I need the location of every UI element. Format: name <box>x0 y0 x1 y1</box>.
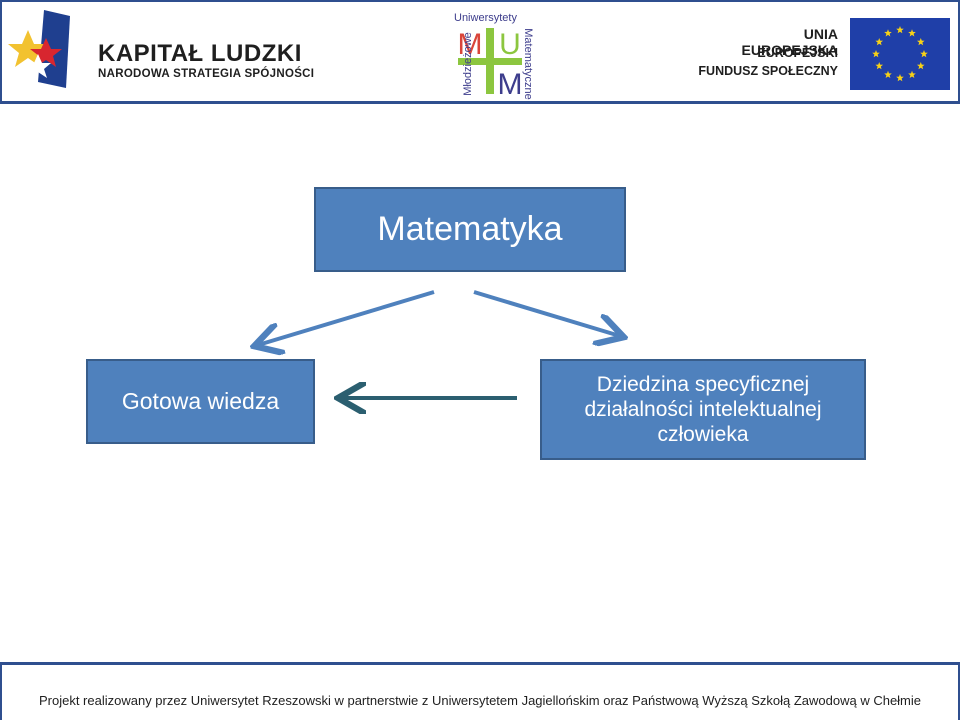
eu-star-icon <box>884 70 892 79</box>
mum-letter-m2: M <box>498 68 523 101</box>
eu-star-icon <box>875 62 884 70</box>
mum-letter-u: U <box>499 28 521 61</box>
eu-star-icon <box>875 38 884 46</box>
eu-star-icon <box>872 50 880 58</box>
mum-letter-m1: M <box>458 28 483 61</box>
header-banner: KAPITAŁ LUDZKI NARODOWA STRATEGIA SPÓJNO… <box>0 0 960 104</box>
eu-star-icon <box>884 29 892 37</box>
dziedzina-box: Dziedzina specyficznej działalności inte… <box>540 359 866 460</box>
eu-star-icon <box>908 70 916 79</box>
kapital-ludzki-logo <box>8 10 70 88</box>
eu-star-icon <box>920 50 928 58</box>
arrow-to-gotowa-wiedza <box>258 290 435 345</box>
eu-star-icon <box>916 62 925 70</box>
footer-text: Projekt realizowany przez Uniwersytet Rz… <box>38 693 922 708</box>
gotowa-wiedza-box: Gotowa wiedza <box>86 359 315 444</box>
eu-star-icon <box>916 38 925 46</box>
footer-banner: Projekt realizowany przez Uniwersytet Rz… <box>0 662 960 720</box>
arrow-to-dziedzina <box>473 290 620 336</box>
ue-subtitle-2: FUNDUSZ SPOŁECZNY <box>698 64 838 78</box>
matematyka-box: Matematyka <box>314 187 626 272</box>
ue-title: UNIA EUROPEJSKA <box>741 26 838 58</box>
mum-left-label: Młodzieżowe <box>461 32 474 96</box>
eu-star-icon <box>896 74 904 82</box>
eu-star-icon <box>896 26 904 34</box>
ue-subtitle-1: EUROPEJSKI <box>757 46 838 60</box>
eu-star-icon <box>908 29 916 37</box>
mum-top-label: Uniwersytety <box>454 12 517 24</box>
kapital-ludzki-subtitle: NARODOWA STRATEGIA SPÓJNOŚCI <box>98 68 315 80</box>
eu-flag-icon <box>850 18 950 90</box>
mum-logo: M U M <box>456 26 524 101</box>
kapital-ludzki-title: KAPITAŁ LUDZKI <box>98 40 302 67</box>
mum-right-label: Matematyczne <box>521 28 534 100</box>
